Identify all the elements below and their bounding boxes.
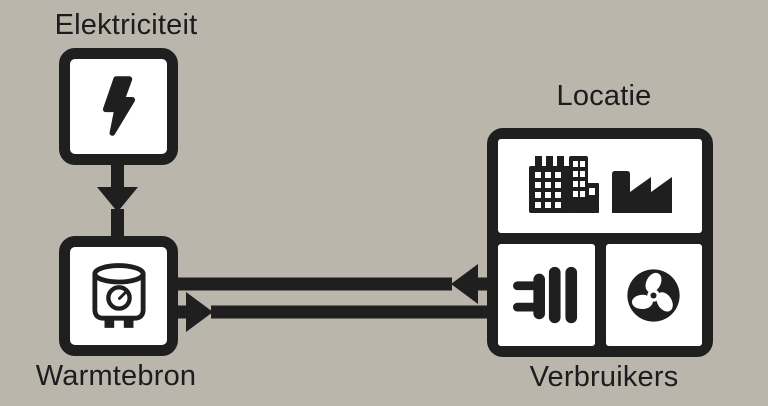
verbruikers-label: Verbruikers <box>529 361 679 393</box>
locatie-node <box>487 128 713 357</box>
location-cell <box>498 139 702 233</box>
factory-icon <box>611 171 672 213</box>
fan-icon <box>627 268 680 322</box>
elektriciteit-label: Elektriciteit <box>54 9 198 41</box>
radiator-icon <box>513 266 578 324</box>
boiler-icon <box>91 263 146 328</box>
left-arrow-connector <box>170 264 493 304</box>
lightning-bolt-icon <box>102 76 135 136</box>
city-buildings-icon <box>528 156 599 213</box>
right-arrow-connector <box>170 292 493 332</box>
elektriciteit-node <box>59 48 178 165</box>
locatie-label: Locatie <box>556 80 652 112</box>
warmtebron-label: Warmtebron <box>35 360 197 392</box>
down-arrow-connector <box>97 156 138 242</box>
radiator-cell <box>498 244 595 346</box>
fan-cell <box>605 244 702 346</box>
warmtebron-node <box>59 236 178 356</box>
